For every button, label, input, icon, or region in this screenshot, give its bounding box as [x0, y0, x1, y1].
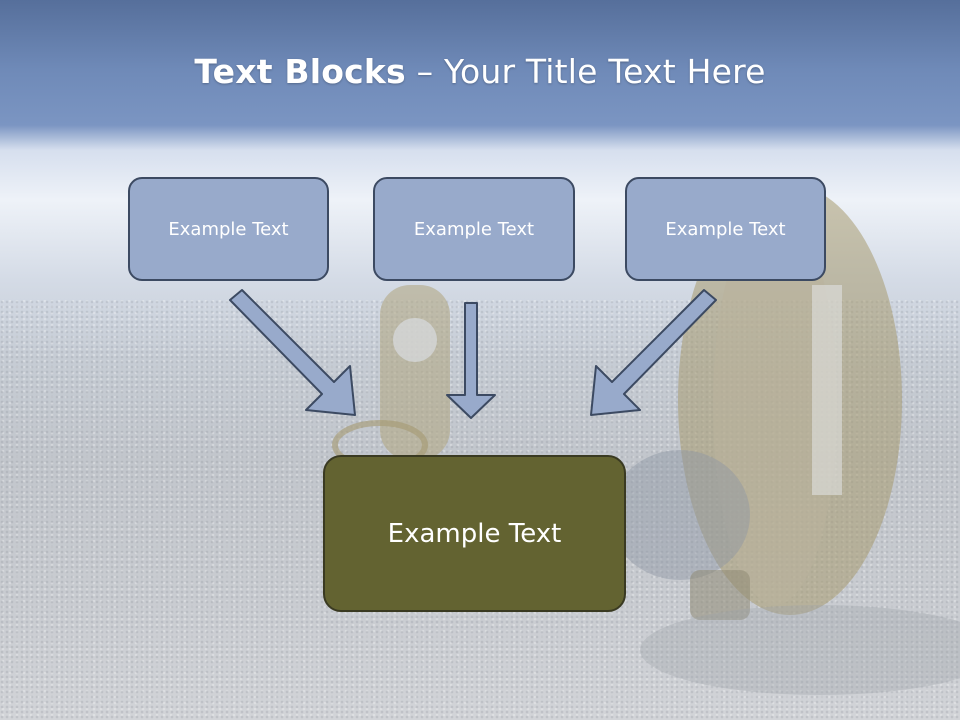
main-text-block[interactable]: Example Text [323, 455, 626, 612]
text-block-right-label: Example Text [665, 218, 786, 240]
text-block-center[interactable]: Example Text [373, 177, 575, 281]
arrow-center-to-main [446, 302, 496, 419]
text-block-left-label: Example Text [168, 218, 289, 240]
arrow-left-to-main [229, 289, 356, 416]
arrow-right-to-main [590, 289, 717, 416]
title-separator: – [405, 52, 444, 91]
text-block-center-label: Example Text [413, 218, 535, 240]
text-block-left[interactable]: Example Text [128, 177, 329, 281]
main-text-block-label: Example Text [387, 518, 562, 549]
text-block-right[interactable]: Example Text [625, 177, 826, 281]
title-rest-part: Your Title Text Here [443, 52, 766, 91]
title-bold-part: Text Blocks [194, 52, 406, 91]
slide-title: Text Blocks – Your Title Text Here [0, 52, 960, 91]
